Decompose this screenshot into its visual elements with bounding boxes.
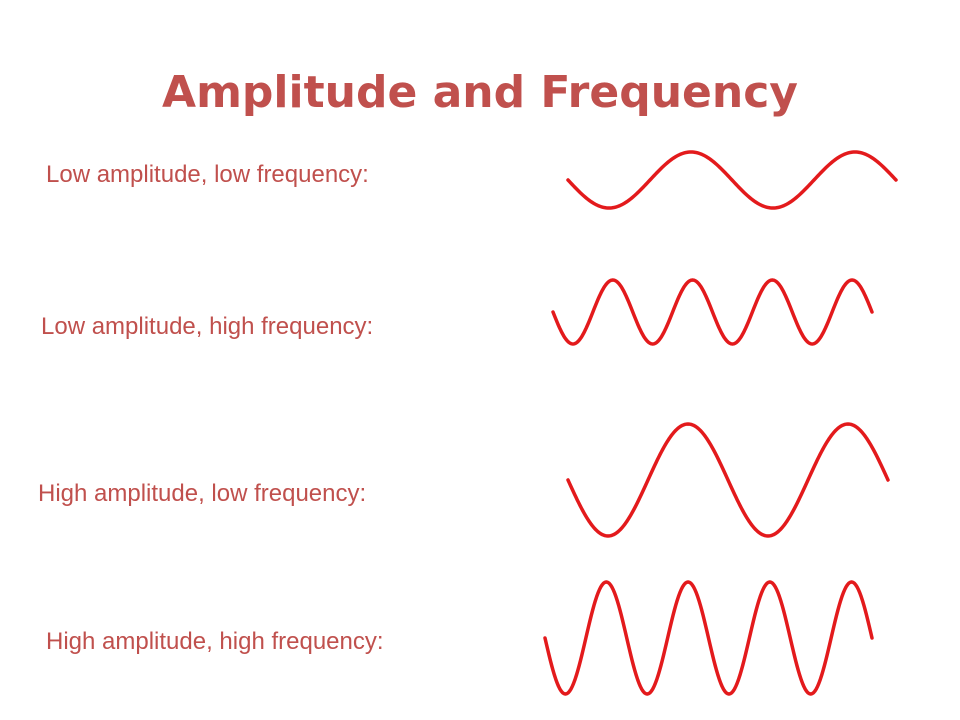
label-low-amp-low-freq: Low amplitude, low frequency: (46, 161, 369, 188)
wave-high-amp-low-freq (566, 422, 890, 538)
label-high-amp-low-freq: High amplitude, low frequency: (38, 480, 367, 507)
label-high-amp-high-freq: High amplitude, high frequency: (46, 628, 384, 655)
wave-low-amp-high-freq (551, 278, 874, 346)
label-low-amp-high-freq: Low amplitude, high frequency: (41, 313, 374, 340)
wave-low-amp-low-freq (566, 150, 898, 210)
page-title: Amplitude and Frequency (162, 67, 798, 118)
wave-high-amp-high-freq (543, 580, 874, 696)
